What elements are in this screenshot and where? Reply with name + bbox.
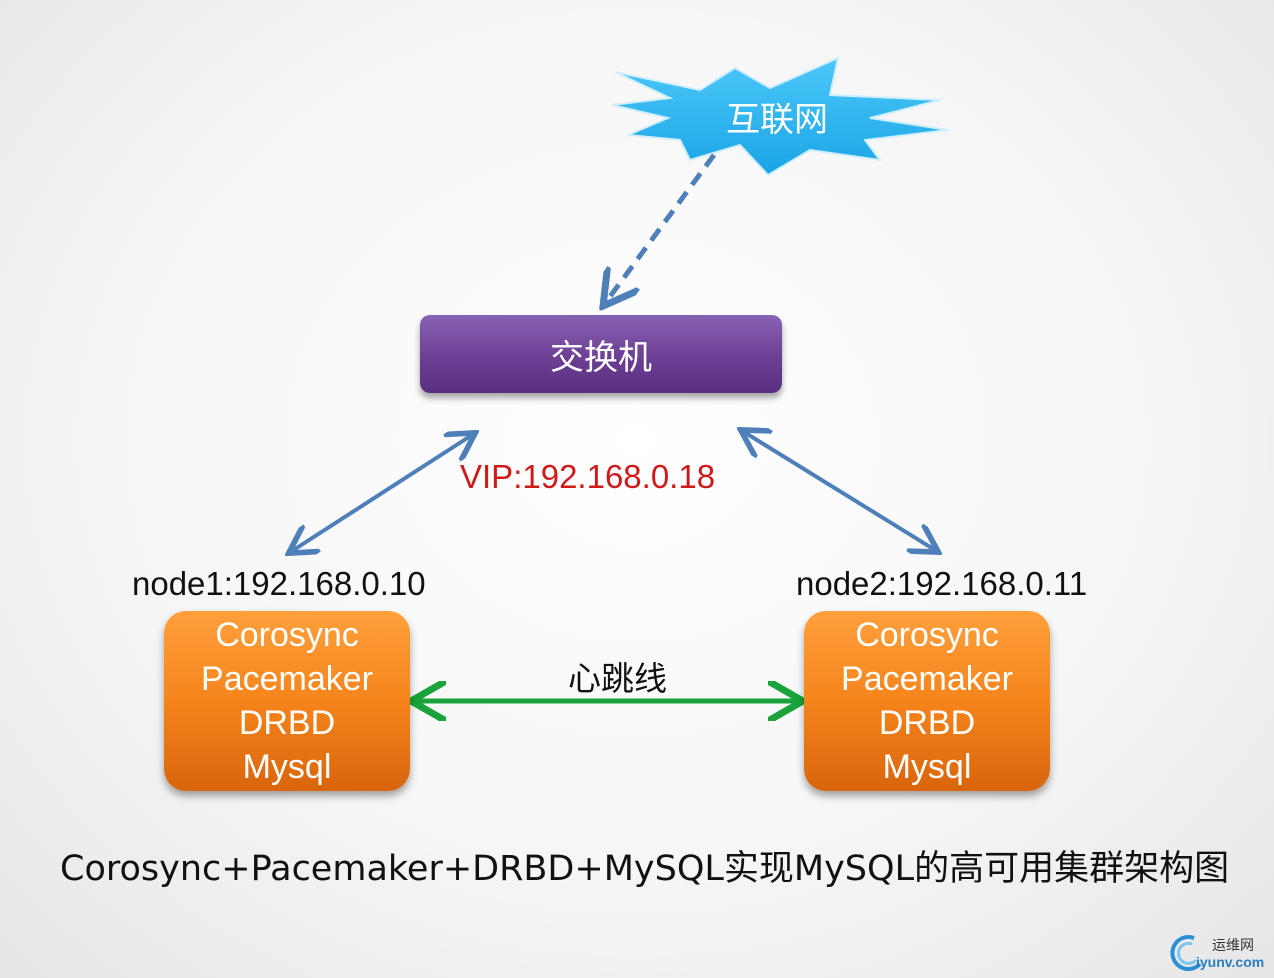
node2-service-pacemaker: Pacemaker bbox=[841, 660, 1013, 698]
node2-label: node2:192.168.0.11 bbox=[796, 565, 1088, 602]
node2-service-drbd: DRBD bbox=[878, 704, 976, 742]
node1-service-corosync: Corosync bbox=[215, 616, 359, 654]
node1-service-mysql: Mysql bbox=[242, 748, 332, 786]
node2-box: Corosync Pacemaker DRBD Mysql bbox=[804, 611, 1050, 791]
node2-service-mysql: Mysql bbox=[882, 748, 972, 786]
node1-service-drbd: DRBD bbox=[238, 704, 336, 742]
diagram-caption: Corosync+Pacemaker+DRBD+MySQL实现MySQL的高可用… bbox=[60, 849, 1230, 889]
node1-label: node1:192.168.0.10 bbox=[132, 565, 426, 602]
node1-box: Corosync Pacemaker DRBD Mysql bbox=[164, 611, 410, 791]
switch-label: 交换机 bbox=[550, 337, 652, 378]
watermark-logo-icon bbox=[1170, 935, 1202, 971]
node1-service-pacemaker: Pacemaker bbox=[201, 660, 373, 698]
internet-to-switch-link bbox=[606, 153, 717, 302]
node2-service-corosync: Corosync bbox=[855, 616, 999, 654]
internet-label: 互联网 bbox=[726, 100, 828, 140]
vip-label: VIP:192.168.0.18 bbox=[460, 458, 716, 495]
internet-burst-shape bbox=[611, 56, 949, 177]
node1-switch-link bbox=[292, 435, 472, 551]
heartbeat-label: 心跳线 bbox=[568, 659, 667, 698]
switch-box: 交换机 bbox=[420, 315, 782, 393]
node2-switch-link bbox=[744, 432, 935, 550]
watermark-cn: 运维网 bbox=[1212, 938, 1254, 954]
watermark-en: iyunv.com bbox=[1196, 954, 1265, 970]
